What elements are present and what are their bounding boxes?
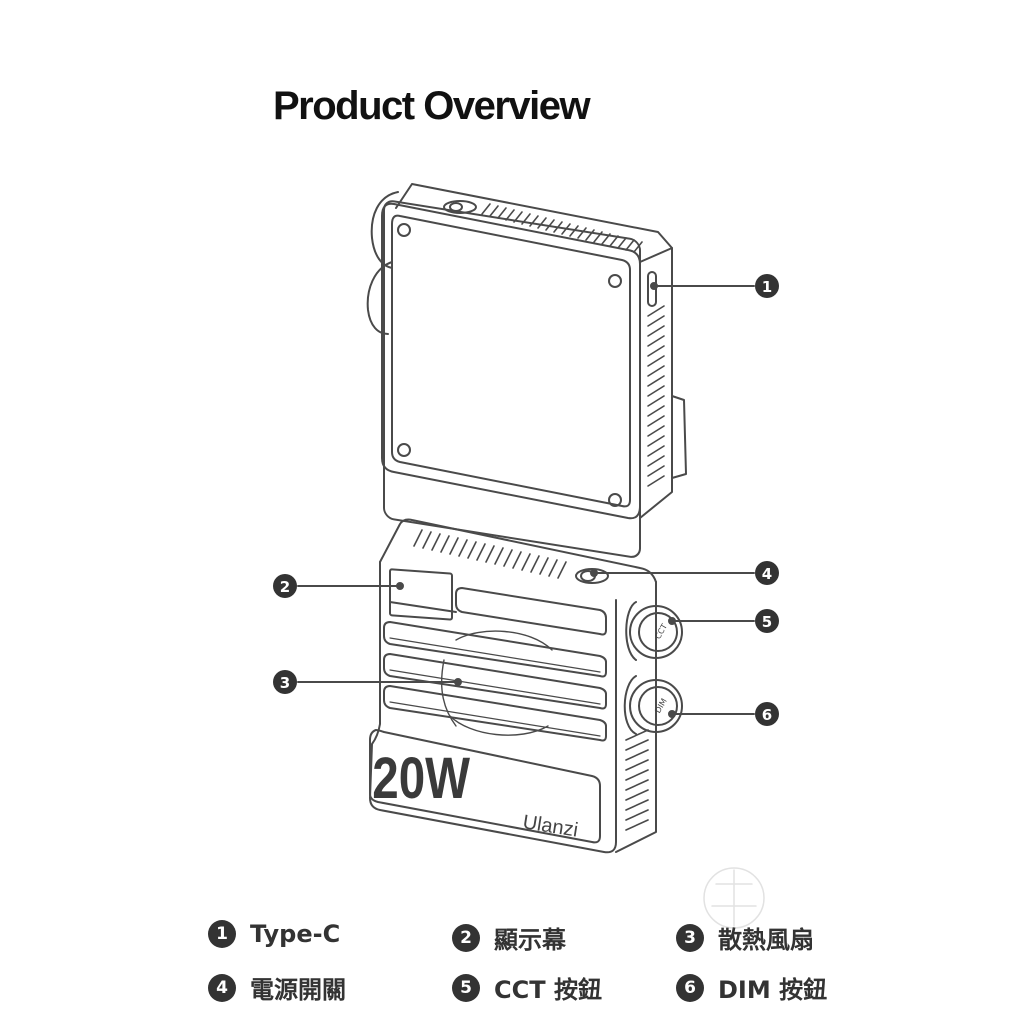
rear-clip — [671, 395, 687, 479]
legend-label: 顯示幕 — [494, 926, 566, 954]
page-title: Product Overview — [273, 84, 591, 128]
brand-label: Ulanzi — [521, 811, 579, 841]
callout-number: 4 — [762, 565, 772, 583]
legend-number: 4 — [208, 973, 236, 1002]
top-vents-front — [413, 529, 567, 579]
callout-marker — [755, 274, 779, 298]
front-body — [369, 561, 617, 854]
led-panel-outer — [381, 202, 641, 520]
legend-label: CCT 按鈕 — [494, 976, 602, 1004]
legend-item-power-switch: 4 電源開關 — [208, 970, 346, 1005]
label-plate — [369, 729, 601, 844]
mount-knob-lower — [366, 261, 393, 335]
fan-icon — [441, 630, 553, 736]
fan-grille — [383, 587, 607, 742]
screw-icon — [397, 223, 411, 237]
screw-icon — [608, 274, 622, 288]
device-top-face — [395, 183, 673, 263]
side-vents — [647, 305, 665, 487]
dim-knob: DIM — [623, 675, 683, 735]
legend-item-cct-button: 5 CCT 按鈕 — [452, 970, 602, 1005]
legend-label: Type-C — [250, 920, 341, 948]
power-switch-top — [443, 200, 477, 214]
legend-item-display: 2 顯示幕 — [452, 920, 566, 955]
legend-number: 5 — [452, 973, 480, 1002]
watermark-logo — [703, 867, 765, 929]
led-panel-inner — [391, 214, 631, 508]
legend-number: 3 — [676, 923, 704, 952]
device-front-view: 20W Ulanzi CCT DIM — [369, 518, 683, 854]
device-top-face-front — [379, 518, 657, 583]
display-screen — [389, 568, 453, 621]
front-side-body — [615, 581, 657, 853]
legend-item-dim-button: 6 DIM 按鈕 — [676, 970, 827, 1005]
legend-number: 1 — [208, 920, 236, 948]
callout-number: 2 — [280, 578, 290, 596]
callout-marker — [755, 609, 779, 633]
legend-label: 散熱風扇 — [718, 926, 814, 954]
top-vents — [481, 203, 643, 253]
legend-number: 6 — [676, 973, 704, 1002]
callout-number: 6 — [762, 706, 772, 724]
device-back-view — [366, 183, 687, 558]
legend-label: 電源開關 — [250, 976, 346, 1004]
side-vents-front — [625, 729, 649, 831]
legend-number: 2 — [452, 923, 480, 952]
callout-number: 3 — [280, 674, 290, 692]
led-panel-frame — [383, 200, 641, 558]
legend-item-fan: 3 散熱風扇 — [676, 920, 814, 955]
wattage-label: 20W — [372, 747, 470, 812]
device-side-face — [639, 247, 673, 519]
callout-marker — [273, 670, 297, 694]
legend-label: DIM 按鈕 — [718, 976, 828, 1004]
callout-number: 1 — [762, 278, 772, 296]
callout-number: 5 — [762, 613, 772, 631]
screw-icon — [397, 443, 411, 457]
callout-marker — [755, 561, 779, 585]
callout-marker — [273, 574, 297, 598]
callouts: 1 2 3 4 5 6 — [273, 274, 779, 726]
cct-knob: CCT — [625, 601, 683, 661]
screw-icon — [608, 493, 622, 507]
callout-marker — [755, 702, 779, 726]
legend-item-type-c: 1 Type-C — [208, 920, 340, 948]
